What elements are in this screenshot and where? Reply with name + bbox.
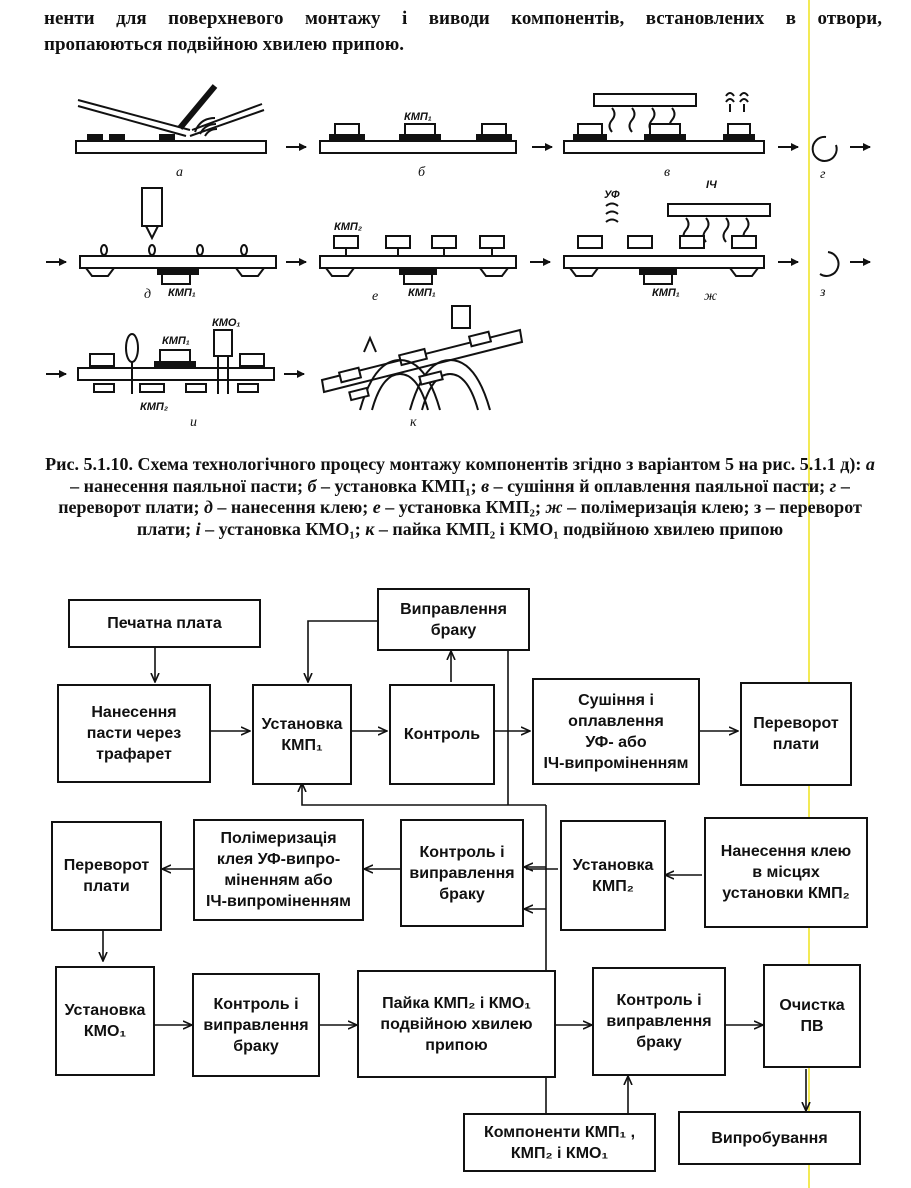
tag-ir: ІЧ xyxy=(706,179,717,191)
box-flip-board-1: Переворот плати xyxy=(740,682,852,786)
box-testing: Випробування xyxy=(678,1111,861,1165)
box-install-kmp1: Установка КМП₁ xyxy=(252,684,352,785)
stage-v-sketch xyxy=(563,92,765,154)
box-flip-board-2-label: Переворот плати xyxy=(63,857,150,895)
intro-line-2: пропаюються подвійною хвилею припою. xyxy=(44,34,405,55)
box-testing-label: Випробування xyxy=(711,1129,828,1147)
box-paste-application-label: Нанесення пасти через трафарет xyxy=(86,704,182,763)
caption-text-i: – установка КМО₁; xyxy=(200,518,366,539)
box-flip-board-2: Переворот плати xyxy=(51,821,162,931)
box-drying-reflow: Сушіння і оплавлення УФ- або ІЧ-випромін… xyxy=(532,678,700,785)
caption-letter-g: г xyxy=(829,475,837,496)
box-control-1: Контроль xyxy=(389,684,495,785)
box-wave-soldering-label: Пайка КМП₂ і КМО₁ подвійною хвилею припо… xyxy=(380,994,533,1054)
stage-label-d: д xyxy=(144,287,151,302)
stage-e-sketch xyxy=(319,235,517,285)
box-control-rework-1: Контроль і виправлення браку xyxy=(400,819,524,927)
box-control-rework-1-label: Контроль і виправлення браку xyxy=(409,843,515,903)
stage-label-g: г xyxy=(820,167,826,182)
stage-label-z: з xyxy=(819,285,826,300)
box-cleaning: Очистка ПВ xyxy=(763,964,861,1068)
intro-line-1: ненти для поверхневого монтажу і виводи … xyxy=(44,8,882,29)
box-install-kmp2: Установка КМП₂ xyxy=(560,820,666,931)
caption-text-g: – переворот плати; xyxy=(58,475,850,518)
stage-label-k: к xyxy=(410,415,417,430)
caption-letter-e: е xyxy=(372,497,381,517)
flip-symbol-z xyxy=(819,251,840,277)
stage-b-sketch xyxy=(319,123,517,154)
box-components-label: Компоненти КМП₁ , КМП₂ і КМО₁ xyxy=(483,1123,636,1162)
caption-text-zh: – полімеризація клею; з – переворот плат… xyxy=(136,497,862,539)
stage-d-sketch xyxy=(79,187,277,285)
tag-uv: УФ xyxy=(604,189,620,201)
box-control-rework-3-label: Контроль і виправлення браку xyxy=(606,992,712,1051)
box-polymerization: Полімеризація клея УФ-випро- міненням аб… xyxy=(193,819,364,921)
figure-caption: Рис. 5.1.10. Схема технологічного процес… xyxy=(40,454,880,540)
box-drying-reflow-label: Сушіння і оплавлення УФ- або ІЧ-випромін… xyxy=(543,691,689,772)
stage-i-sketch xyxy=(77,329,275,394)
caption-letter-d: д xyxy=(203,497,213,517)
box-control-rework-2-label: Контроль і виправлення браку xyxy=(203,995,309,1055)
stage-label-i: и xyxy=(190,415,197,430)
box-polymerization-label: Полімеризація клея УФ-випро- міненням аб… xyxy=(205,830,352,910)
tag-kmp1-d: КМП₁ xyxy=(168,287,196,299)
caption-text-v: – сушіння й оплавлення паяльної пасти; xyxy=(489,475,830,496)
box-flip-board-1-label: Переворот плати xyxy=(753,715,839,753)
box-components: Компоненти КМП₁ , КМП₂ і КМО₁ xyxy=(463,1113,656,1172)
box-rework-1: Виправлення браку xyxy=(377,588,530,651)
box-control-1-label: Контроль xyxy=(403,726,481,743)
caption-text-b: – установка КМП₁; xyxy=(316,475,482,496)
process-stages-figure: а б в г д е ж з и к КМП₁ ІЧ УФ КМП₁ КМП₂… xyxy=(46,84,871,430)
caption-text-a: – нанесення паяльної пасти; xyxy=(70,475,308,496)
box-install-kmp2-label: Установка КМП₂ xyxy=(572,856,654,895)
tag-kmp1-b: КМП₁ xyxy=(404,111,432,123)
caption-letter-v: в xyxy=(481,475,490,496)
caption-text-k: – пайка КМП₂ і КМО₁ подвійною хвилею при… xyxy=(374,518,784,539)
box-rework-1-label: Виправлення браку xyxy=(400,600,507,639)
box-install-kmo1: Установка КМО₁ xyxy=(55,966,155,1076)
caption-letter-b: б xyxy=(307,475,317,496)
tag-kmo1-i: КМО₁ xyxy=(212,317,240,329)
stage-label-e: е xyxy=(372,289,378,304)
box-control-rework-3: Контроль і виправлення браку xyxy=(592,967,726,1076)
box-glue-application-label: Нанесення клею в місцях установки КМП₂ xyxy=(720,843,852,902)
stage-label-a: а xyxy=(176,165,183,180)
tag-kmp1-i: КМП₁ xyxy=(162,335,190,347)
caption-letter-i: і xyxy=(195,518,201,539)
caption-letter-a: а xyxy=(865,454,875,474)
stage-k-sketch xyxy=(320,305,524,411)
stage-label-zh: ж xyxy=(704,289,717,304)
caption-letter-zh: ж xyxy=(545,497,563,517)
tag-kmp2-e: КМП₂ xyxy=(334,221,362,233)
flip-symbol-g xyxy=(811,135,838,162)
box-cleaning-label: Очистка ПВ xyxy=(779,997,845,1035)
box-control-rework-2: Контроль і виправлення браку xyxy=(192,973,320,1077)
box-pcb-label: Печатна плата xyxy=(107,615,222,632)
tag-kmp1-e: КМП₁ xyxy=(408,287,436,299)
box-install-kmp1-label: Установка КМП₁ xyxy=(261,715,343,754)
caption-text-d: – нанесення клею; xyxy=(212,497,373,517)
caption-lead: Рис. 5.1.10. Схема технологічного процес… xyxy=(45,454,866,474)
box-pcb: Печатна плата xyxy=(68,599,261,648)
stage-zh-sketch xyxy=(563,202,771,285)
box-paste-application: Нанесення пасти через трафарет xyxy=(57,684,211,783)
yellow-margin-line xyxy=(808,0,810,1188)
caption-letter-k: к xyxy=(365,518,375,539)
tag-kmp2-i: КМП₂ xyxy=(140,401,168,413)
stage-label-b: б xyxy=(418,165,426,180)
intro-paragraph: ненти для поверхневого монтажу і виводи … xyxy=(44,6,882,58)
box-wave-soldering: Пайка КМП₂ і КМО₁ подвійною хвилею припо… xyxy=(357,970,556,1078)
tag-kmp1-zh: КМП₁ xyxy=(652,287,680,299)
box-glue-application: Нанесення клею в місцях установки КМП₂ xyxy=(704,817,868,928)
stage-label-v: в xyxy=(664,165,670,180)
box-install-kmo1-label: Установка КМО₁ xyxy=(64,1002,146,1040)
stage-a-sketch xyxy=(75,84,267,154)
caption-text-e: – установка КМП₂; xyxy=(380,497,546,517)
